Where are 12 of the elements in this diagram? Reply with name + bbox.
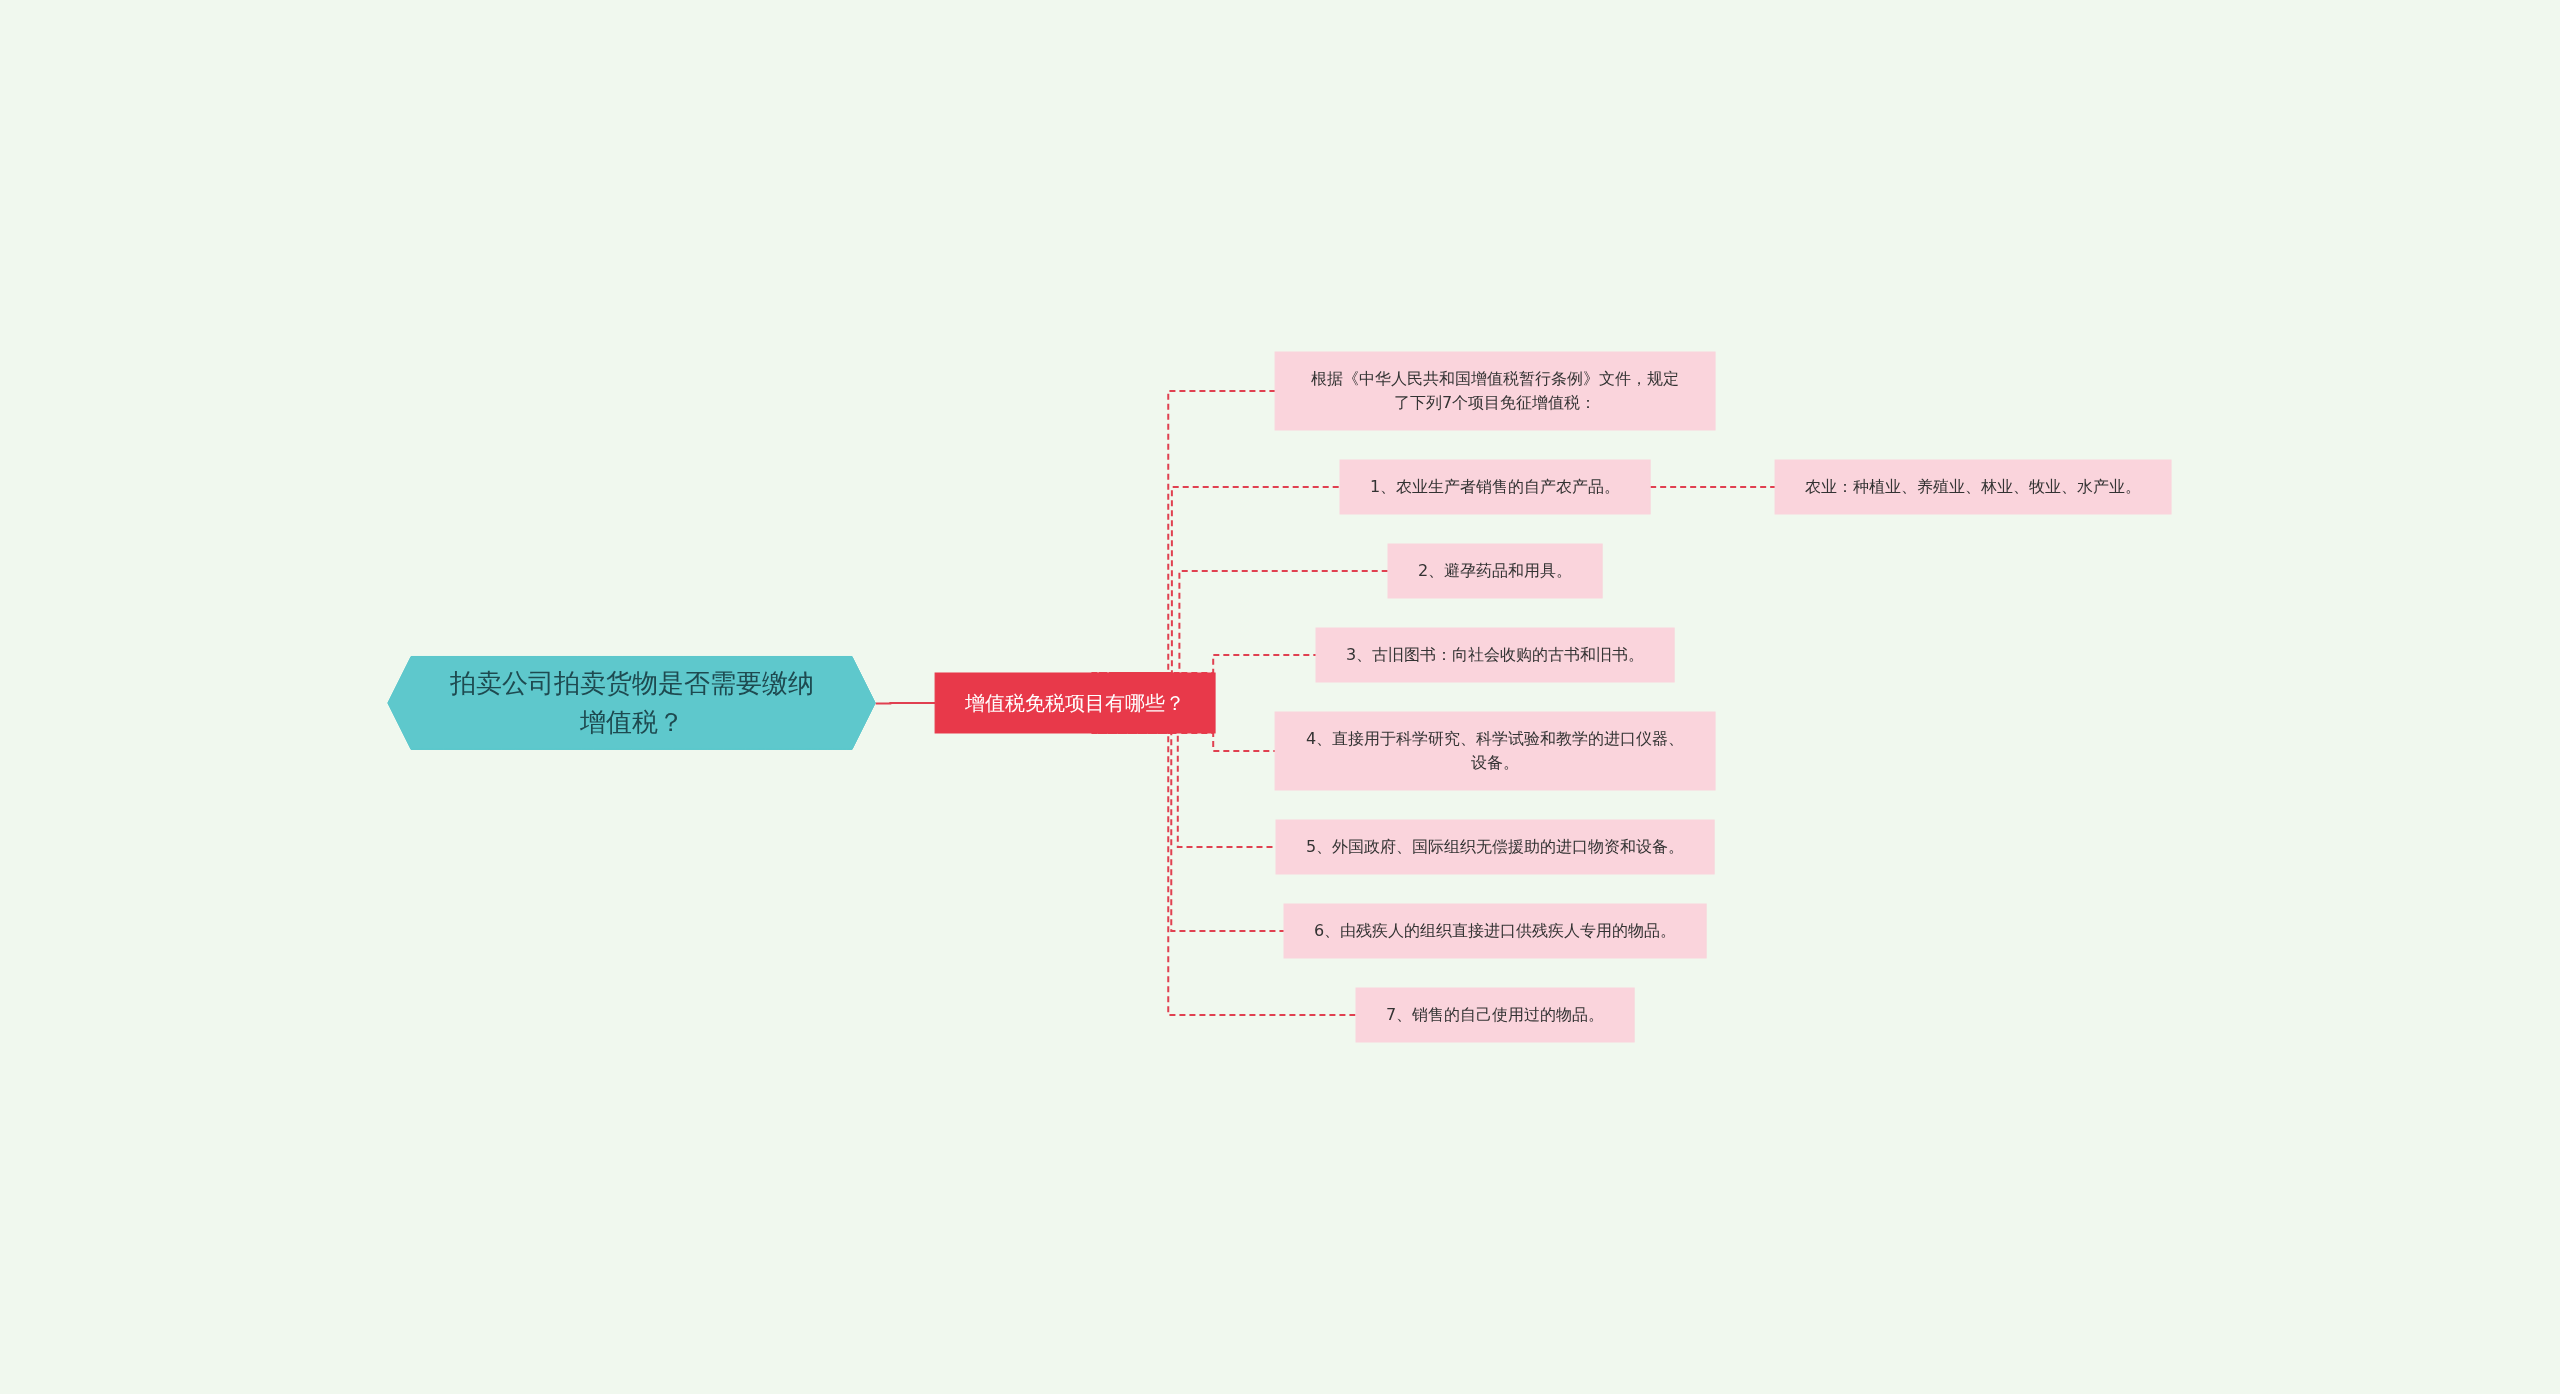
node-box: 6、由残疾人的组织直接进口供残疾人专用的物品。 xyxy=(1283,903,1708,959)
node-box: 4、直接用于科学研究、科学试验和教学的进口仪器、设备。 xyxy=(1275,711,1716,791)
node-box: 农业：种植业、养殖业、林业、牧业、水产业。 xyxy=(1775,459,2172,515)
node-box: 7、销售的自己使用过的物品。 xyxy=(1355,987,1636,1043)
node-box: 增值税免税项目有哪些？ xyxy=(935,672,1217,734)
node-box: 2、避孕药品和用具。 xyxy=(1387,543,1604,599)
node-box: 1、农业生产者销售的自产农产品。 xyxy=(1339,459,1652,515)
node-box: 5、外国政府、国际组织无偿援助的进口物资和设备。 xyxy=(1275,819,1716,875)
connector xyxy=(1649,486,1777,488)
node-box: 根据《中华人民共和国增值税暂行条例》文件，规定了下列7个项目免征增值税： xyxy=(1275,351,1716,431)
connector xyxy=(875,702,937,705)
node-box: 3、古旧图书：向社会收购的古书和旧书。 xyxy=(1315,627,1676,683)
